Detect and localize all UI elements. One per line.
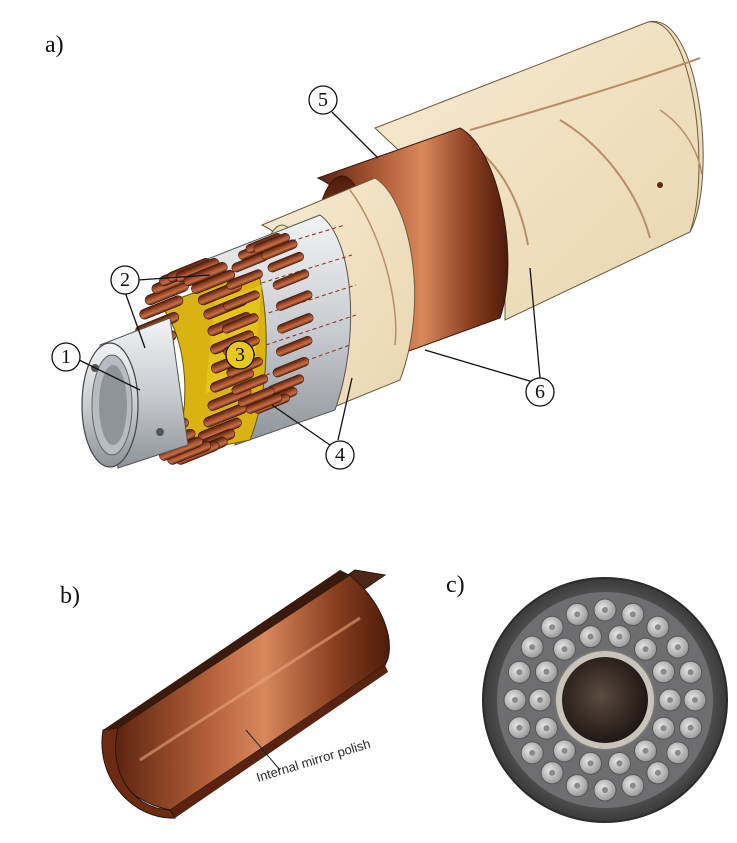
strand-core (654, 624, 661, 631)
panel-c: c) (446, 572, 728, 823)
copper-strand (275, 335, 313, 357)
strand-core (529, 749, 536, 756)
inner-steel-tube (81, 317, 189, 469)
callout-1: 1 (51, 342, 141, 391)
strand-core (574, 782, 581, 789)
strand-core (674, 749, 681, 756)
callout-2: 2 (110, 265, 211, 349)
callout-5: 5 (308, 85, 379, 159)
copper-strand (272, 356, 310, 378)
strand-core (543, 668, 550, 675)
copper-strand (267, 251, 305, 273)
callout-5-label: 5 (318, 89, 328, 111)
copper-strand-bundle (131, 232, 314, 465)
copper-strand (261, 239, 298, 260)
strand-core (587, 633, 594, 640)
strand-core (549, 769, 556, 776)
callout-4: 4 (271, 377, 355, 470)
strand-core (574, 611, 581, 618)
strand-core (543, 725, 550, 732)
strand-core (687, 724, 694, 731)
strand-core (537, 697, 543, 703)
cable-cross-section (482, 577, 728, 823)
copper-strand (231, 374, 268, 395)
caption-leader (245, 729, 281, 771)
callout-4-label: 4 (335, 444, 345, 466)
strand-core (587, 760, 594, 767)
strand-core (660, 668, 667, 675)
copper-strand (139, 295, 184, 320)
strand-core (629, 611, 636, 618)
copper-strand (191, 269, 236, 294)
strand-core (516, 669, 523, 676)
strand-core (692, 697, 698, 703)
strand-core (602, 787, 608, 793)
strand-core (561, 646, 568, 653)
panel-c-label: c) (446, 572, 465, 598)
panel-b: b) Internal mirror polish (60, 569, 390, 819)
strand-core (660, 725, 667, 732)
callout-6: 6 (424, 267, 555, 407)
panel-a: a) (45, 21, 704, 470)
copper-strand (226, 269, 263, 290)
callout-3-label: 3 (235, 344, 245, 366)
copper-strand (223, 290, 260, 311)
strand-core (616, 633, 623, 640)
half-pipe-copper (101, 569, 390, 819)
strand-core (687, 669, 694, 676)
callout-1-label: 1 (61, 346, 71, 368)
panel-a-label: a) (45, 32, 64, 58)
callout-2-label: 2 (120, 269, 130, 291)
strand-core (512, 697, 518, 703)
copper-strand (238, 386, 275, 408)
strand-core (616, 760, 623, 767)
copper-strand (222, 313, 259, 334)
strand-core (674, 644, 681, 651)
strand-core (642, 646, 649, 653)
strand-core (516, 724, 523, 731)
cross-section-strands (503, 598, 707, 802)
strand-core (602, 607, 608, 613)
central-bore (562, 657, 648, 743)
strand-core (549, 624, 556, 631)
strand-core (529, 644, 536, 651)
callout-6-label: 6 (535, 381, 545, 403)
strand-core (629, 782, 636, 789)
strand-core (642, 747, 649, 754)
strand-core (561, 747, 568, 754)
panel-b-label: b) (60, 583, 80, 609)
strand-core (667, 697, 673, 703)
strand-core (654, 769, 661, 776)
copper-strand (277, 313, 314, 334)
callout-3: 3 (225, 340, 255, 370)
copper-strand (272, 269, 310, 290)
copper-strand (275, 290, 313, 311)
